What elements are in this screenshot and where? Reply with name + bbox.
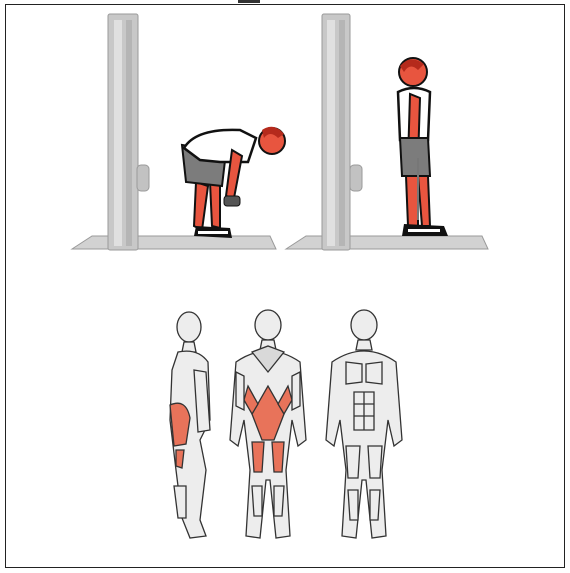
machine-right xyxy=(286,14,488,250)
figure-standing xyxy=(398,58,448,236)
body-side-icon xyxy=(170,312,210,538)
body-back-icon xyxy=(230,310,306,538)
figure-bent-over xyxy=(182,127,285,238)
body-front-icon xyxy=(326,310,402,538)
